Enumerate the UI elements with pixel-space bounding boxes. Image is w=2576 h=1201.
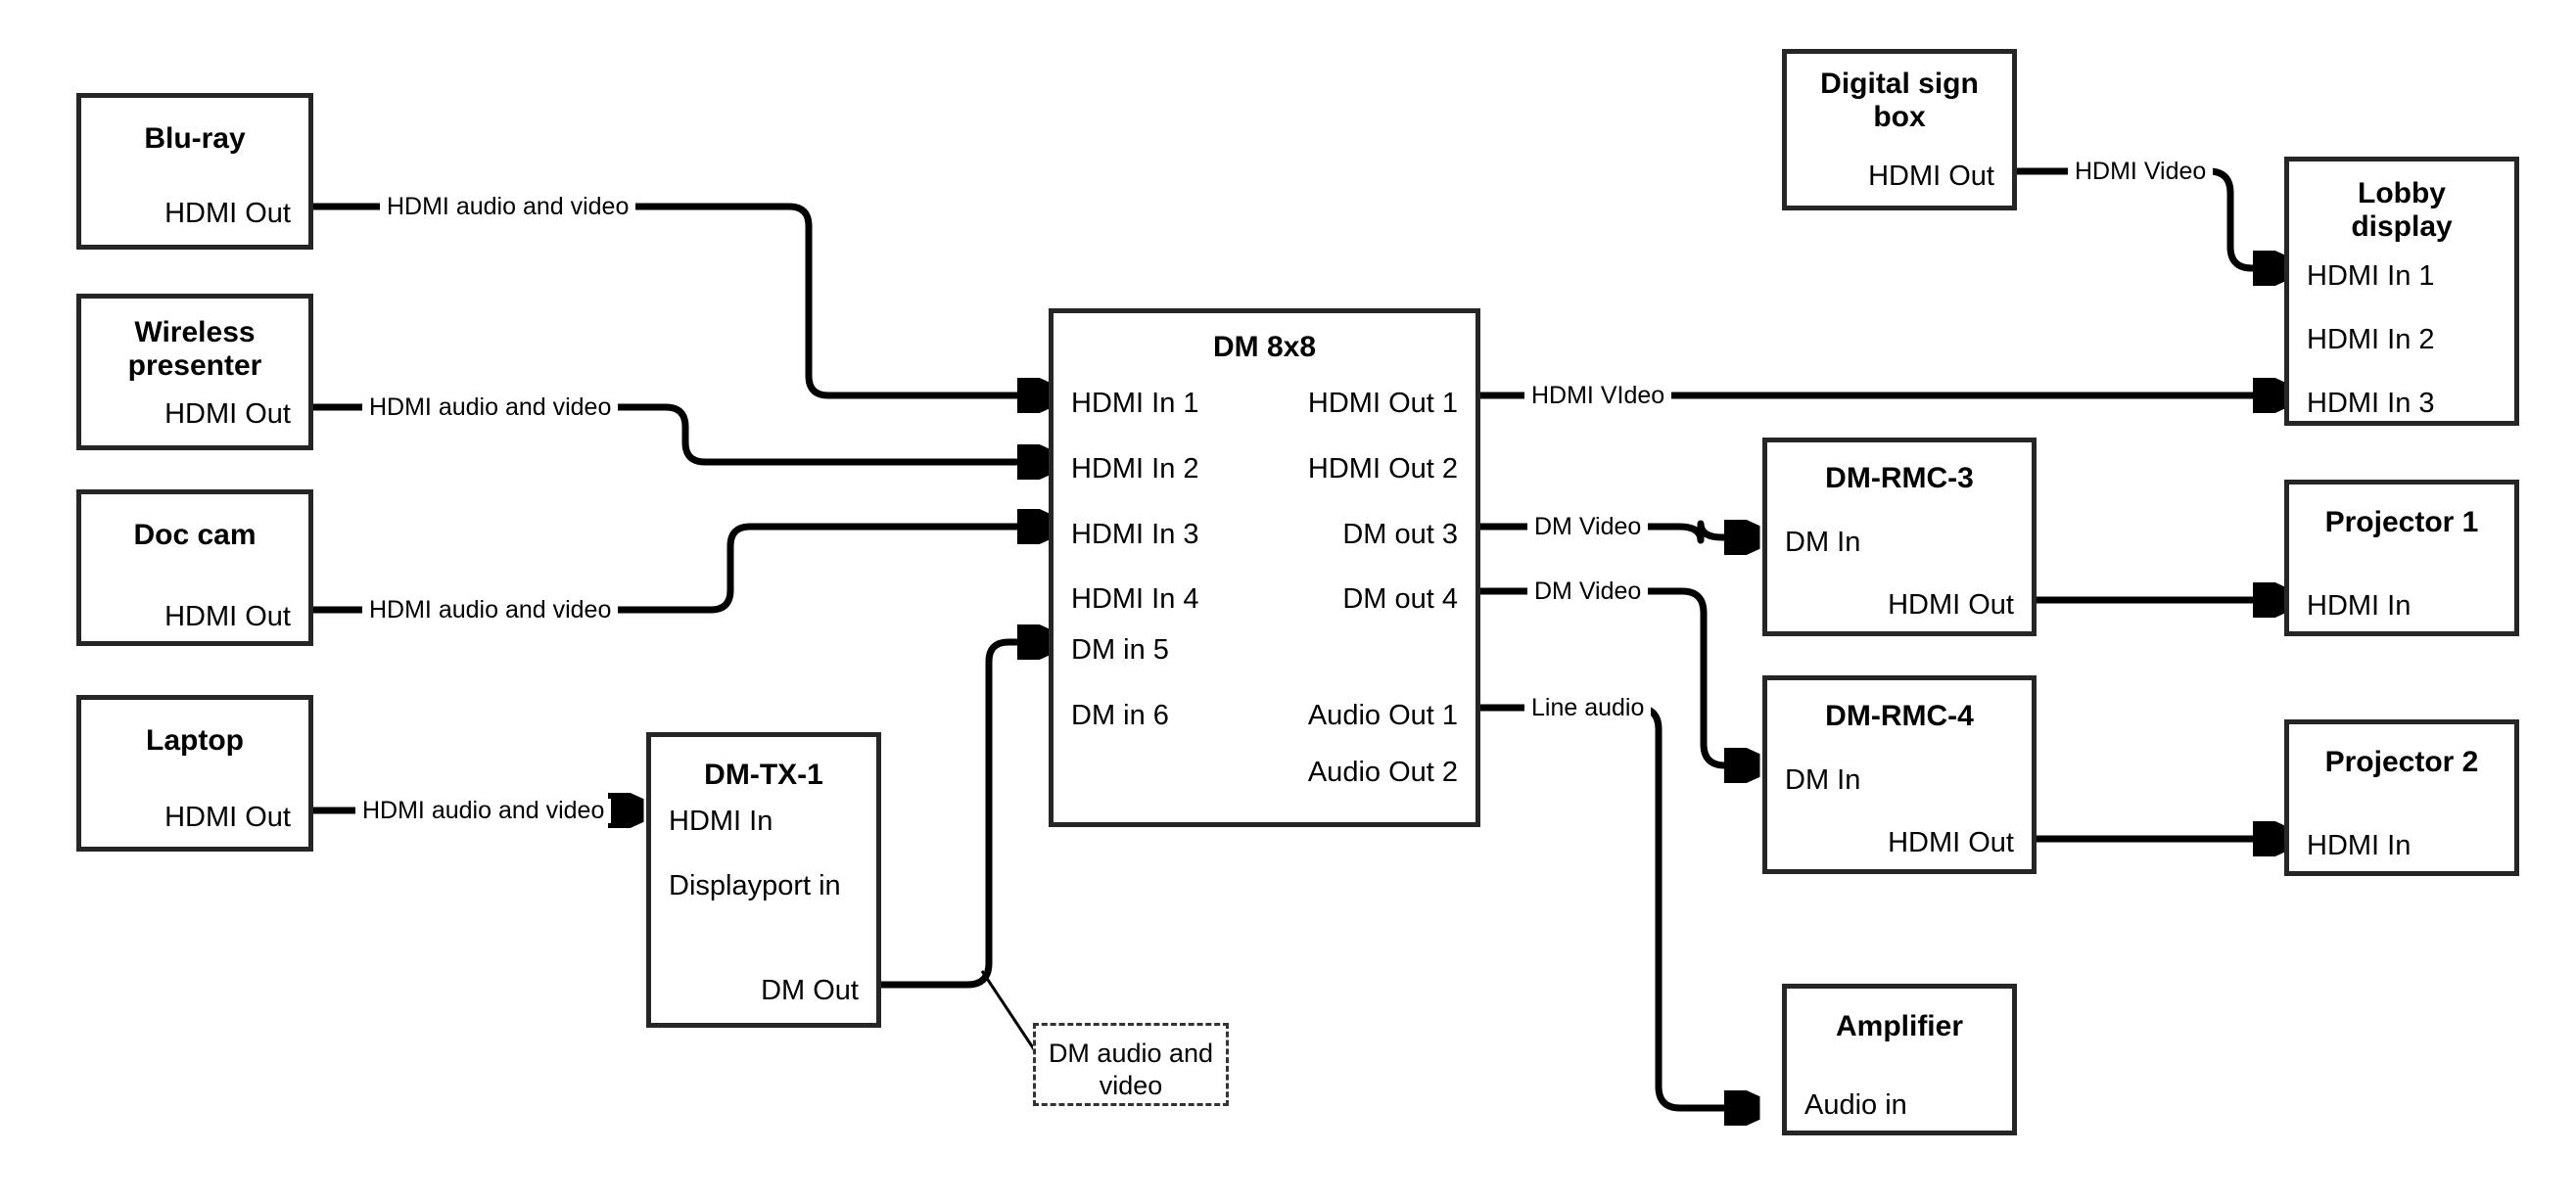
wire-sign-to-lobby: [2017, 167, 2284, 268]
node-digital-sign-box-port-hdmi-out: HDMI Out: [1868, 161, 1994, 192]
node-lobby-display[interactable]: Lobby display HDMI In 1 HDMI In 2 HDMI I…: [2284, 157, 2519, 426]
edge-label-dm8x8-out1-to-lobby: HDMI VIdeo: [1524, 384, 1672, 408]
node-dm-rmc-4-port-dm-in: DM In: [1785, 764, 1861, 796]
node-lobby-display-title: Lobby display: [2351, 177, 2453, 243]
node-dm-8x8-port-hdmi-in-3: HDMI In 3: [1071, 519, 1199, 550]
node-amplifier-port-audio-in: Audio in: [1804, 1089, 1907, 1121]
node-projector-1[interactable]: Projector 1 HDMI In: [2284, 480, 2519, 636]
node-dm-rmc-4-title: DM-RMC-4: [1825, 700, 1974, 732]
wire-dmtx1-to-dm8x8: [881, 642, 1049, 989]
node-wireless-presenter-title: Wireless presenter: [127, 316, 262, 382]
edge-label-sign-to-lobby: HDMI Video: [2068, 160, 2214, 184]
node-projector-2[interactable]: Projector 2 HDMI In: [2284, 719, 2519, 876]
node-wireless-presenter-port-hdmi-out: HDMI Out: [164, 398, 291, 430]
node-digital-sign-box[interactable]: Digital sign box HDMI Out: [1782, 49, 2017, 210]
node-lobby-display-port-hdmi-in-2: HDMI In 2: [2307, 324, 2435, 355]
edge-label-dm8x8-out3-to-rmc3: DM Video: [1527, 515, 1649, 539]
node-dm-rmc-3-title: DM-RMC-3: [1825, 462, 1974, 494]
edge-label-audio-out1-to-amp: Line audio: [1524, 696, 1652, 720]
node-dm-8x8-port-dm-out-3: DM out 3: [1342, 519, 1458, 550]
node-projector-1-title: Projector 1: [2324, 506, 2479, 538]
node-dm-8x8-port-audio-out-1: Audio Out 1: [1307, 700, 1458, 731]
wire-bluray-to-dm8x8: [313, 203, 1049, 395]
node-dm-tx-1[interactable]: DM-TX-1 HDMI In Displayport in DM Out: [646, 732, 881, 1028]
node-dm-8x8-port-hdmi-in-2: HDMI In 2: [1071, 453, 1199, 485]
node-dm-8x8-port-dm-out-4: DM out 4: [1342, 583, 1458, 615]
node-doc-cam-title: Doc cam: [133, 519, 257, 551]
node-dm-tx-1-port-hdmi-in: HDMI In: [669, 806, 773, 837]
node-lobby-display-port-hdmi-in-1: HDMI In 1: [2307, 260, 2435, 292]
edge-label-wireless-to-dm8x8: HDMI audio and video: [362, 395, 619, 420]
node-projector-1-port-hdmi-in: HDMI In: [2307, 590, 2412, 622]
node-amplifier[interactable]: Amplifier Audio in: [1782, 984, 2017, 1135]
node-dm-8x8-port-dm-in-5: DM in 5: [1071, 634, 1169, 666]
node-dm-8x8-port-hdmi-out-2: HDMI Out 2: [1307, 453, 1458, 485]
node-dm-rmc-3-port-hdmi-out: HDMI Out: [1888, 589, 2014, 621]
node-dm-rmc-3-port-dm-in: DM In: [1785, 527, 1861, 558]
node-doc-cam-port-hdmi-out: HDMI Out: [164, 601, 291, 632]
edge-label-laptop-to-dmtx1: HDMI audio and video: [355, 799, 612, 823]
node-laptop-title: Laptop: [146, 724, 244, 757]
node-bluray-title: Blu-ray: [144, 122, 246, 155]
node-dm-8x8-port-audio-out-2: Audio Out 2: [1307, 757, 1458, 788]
node-dm-8x8-port-hdmi-in-1: HDMI In 1: [1071, 388, 1199, 419]
wire-wireless-to-dm8x8: [313, 403, 1049, 462]
node-projector-2-port-hdmi-in: HDMI In: [2307, 830, 2412, 861]
node-dm-tx-1-title: DM-TX-1: [704, 759, 823, 791]
node-dm-8x8-port-dm-in-6: DM in 6: [1071, 700, 1169, 731]
node-dm-rmc-4[interactable]: DM-RMC-4 DM In HDMI Out: [1762, 675, 2037, 874]
node-dm-8x8-port-hdmi-in-4: HDMI In 4: [1071, 583, 1199, 615]
edge-label-doccam-to-dm8x8: HDMI audio and video: [362, 598, 619, 623]
node-dm-8x8[interactable]: DM 8x8 HDMI In 1 HDMI In 2 HDMI In 3 HDM…: [1049, 308, 1480, 827]
wire-doccam-to-dm8x8: [313, 527, 1049, 614]
node-dm-8x8-title: DM 8x8: [1212, 331, 1317, 363]
node-laptop[interactable]: Laptop HDMI Out: [76, 695, 313, 852]
leader-line-dm-audio-video: [980, 970, 1040, 1056]
node-dm-rmc-4-port-hdmi-out: HDMI Out: [1888, 827, 2014, 858]
edge-label-bluray-to-dm8x8: HDMI audio and video: [380, 195, 636, 219]
node-doc-cam[interactable]: Doc cam HDMI Out: [76, 489, 313, 646]
node-dm-tx-1-port-displayport-in: Displayport in: [669, 870, 841, 901]
note-dm-audio-and-video: DM audio and video: [1033, 1023, 1229, 1106]
node-bluray[interactable]: Blu-ray HDMI Out: [76, 93, 313, 250]
edge-label-dm8x8-out4-to-rmc4: DM Video: [1527, 579, 1649, 604]
node-dm-8x8-port-hdmi-out-1: HDMI Out 1: [1307, 388, 1458, 419]
node-lobby-display-port-hdmi-in-3: HDMI In 3: [2307, 388, 2435, 419]
node-bluray-port-hdmi-out: HDMI Out: [164, 198, 291, 229]
node-digital-sign-box-title: Digital sign box: [1820, 68, 1979, 133]
node-dm-tx-1-port-dm-out: DM Out: [761, 975, 859, 1006]
node-amplifier-title: Amplifier: [1835, 1010, 1964, 1042]
wire-dm8x8-out3-to-rmc3: [1480, 524, 1756, 540]
node-dm-rmc-3[interactable]: DM-RMC-3 DM In HDMI Out: [1762, 438, 2037, 636]
node-projector-2-title: Projector 2: [2324, 746, 2479, 778]
node-laptop-port-hdmi-out: HDMI Out: [164, 802, 291, 833]
node-wireless-presenter[interactable]: Wireless presenter HDMI Out: [76, 294, 313, 450]
wire-dm8x8-out4-to-rmc4: [1480, 587, 1756, 765]
wire-dm8x8-audio1-to-amp: [1480, 704, 1756, 1108]
